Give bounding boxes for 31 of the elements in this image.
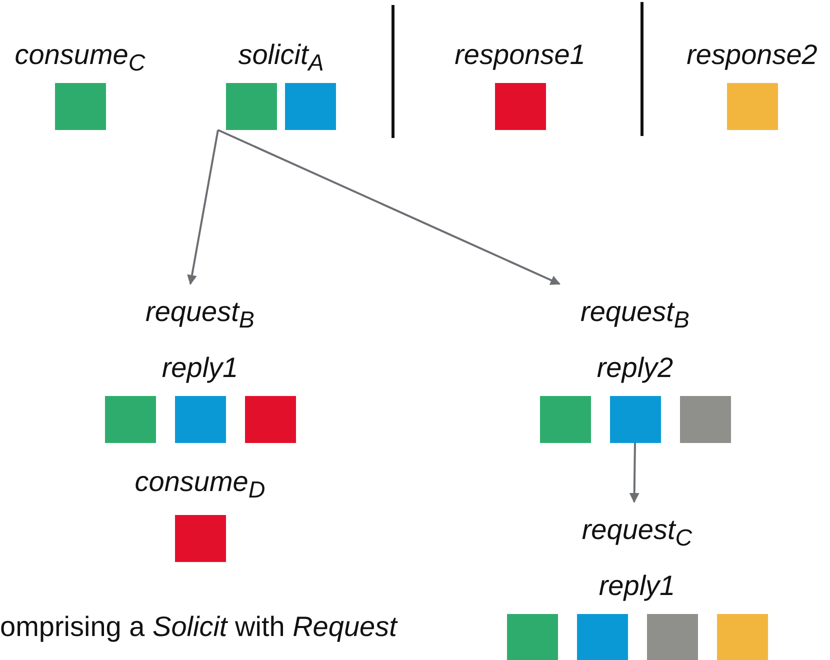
color-square bbox=[646, 614, 698, 660]
color-square bbox=[726, 83, 778, 130]
color-square bbox=[174, 515, 226, 562]
color-square bbox=[54, 83, 106, 130]
node-label: response2 bbox=[686, 38, 818, 72]
arrow bbox=[218, 129, 560, 285]
node-label: response1 bbox=[454, 38, 586, 72]
node-label: request$_{B}$ bbox=[580, 295, 690, 335]
arrow bbox=[187, 130, 219, 285]
node-label: reply1 bbox=[598, 569, 676, 603]
color-square bbox=[680, 396, 730, 443]
color-square bbox=[174, 396, 226, 443]
color-square bbox=[285, 83, 336, 130]
node-label: reply1 bbox=[162, 351, 238, 385]
color-square bbox=[540, 396, 590, 443]
color-square bbox=[226, 83, 277, 130]
color-square bbox=[506, 614, 558, 660]
color-square bbox=[576, 614, 628, 660]
node-label: consume$_{C}$ bbox=[14, 38, 146, 78]
color-square bbox=[494, 83, 546, 130]
color-square bbox=[610, 396, 660, 443]
arrow bbox=[629, 442, 640, 503]
caption-text: omprising a Solicit with Request bbox=[0, 610, 397, 644]
color-square bbox=[716, 614, 768, 660]
node-label: request$_{C}$ bbox=[582, 513, 692, 553]
node-label: solicit$_{A}$ bbox=[238, 38, 324, 78]
color-square bbox=[244, 396, 296, 443]
node-label: consume$_{D}$ bbox=[134, 465, 266, 505]
node-label: reply2 bbox=[596, 351, 674, 385]
color-square bbox=[104, 396, 156, 443]
node-label: request$_{B}$ bbox=[146, 295, 254, 335]
